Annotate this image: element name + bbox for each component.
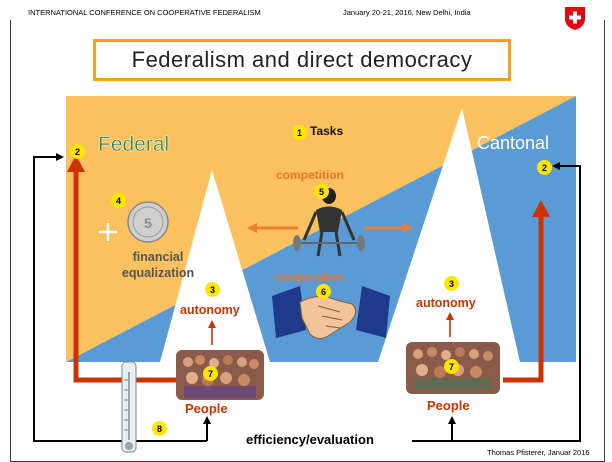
autonomy-right-label: autonomy <box>416 296 476 310</box>
efficiency-evaluation-label: efficiency/evaluation <box>242 432 378 447</box>
cantonal-mountain <box>378 108 520 362</box>
conference-date: January 20-21, 2016, New Delhi, India <box>343 8 471 17</box>
crowd-photo-left <box>176 350 264 400</box>
people-right-label: People <box>427 398 470 413</box>
federal-mountain <box>160 170 270 362</box>
swiss-flag-icon <box>565 7 585 30</box>
badge-federal: 2 <box>70 144 85 159</box>
cooperation-label: cooperation <box>275 270 344 284</box>
badge-competition: 5 <box>314 184 329 199</box>
badge-autonomy-right: 3 <box>444 276 459 291</box>
cantonal-label: Cantonal <box>477 133 550 153</box>
badge-financial: 4 <box>111 193 126 208</box>
author-credit: Thomas Pfisterer, Januar 2016 <box>487 448 590 457</box>
federal-feedback-arrow <box>73 170 176 383</box>
badge-tasks: 1 <box>292 125 307 140</box>
cantonal-feedback-arrow <box>503 215 544 383</box>
autonomy-left-label: autonomy <box>180 303 240 317</box>
tasks-label: Tasks <box>310 124 344 138</box>
badge-people-left: 7 <box>203 366 218 381</box>
svg-text:5: 5 <box>144 215 152 231</box>
federal-label: Federal <box>98 133 170 156</box>
evaluation-loop-line-right <box>412 162 581 442</box>
financial-equalization-label: financial equalization <box>121 250 195 280</box>
competition-label: competition <box>276 168 344 182</box>
badge-thermometer: 8 <box>152 421 167 436</box>
badge-people-right: 7 <box>444 359 459 374</box>
badge-autonomy-left: 3 <box>205 282 220 297</box>
evaluation-loop-line <box>33 153 207 442</box>
conference-name: INTERNATIONAL CONFERENCE ON COOPERATIVE … <box>28 8 261 17</box>
thermometer-icon <box>121 361 137 453</box>
badge-cantonal: 2 <box>537 160 552 175</box>
coin-icon: 5 <box>127 201 169 243</box>
conference-header: INTERNATIONAL CONFERENCE ON COOPERATIVE … <box>28 8 471 17</box>
badge-cooperation: 6 <box>316 284 331 299</box>
people-left-label: People <box>185 401 228 416</box>
slide-title: Federalism and direct democracy <box>93 39 511 81</box>
